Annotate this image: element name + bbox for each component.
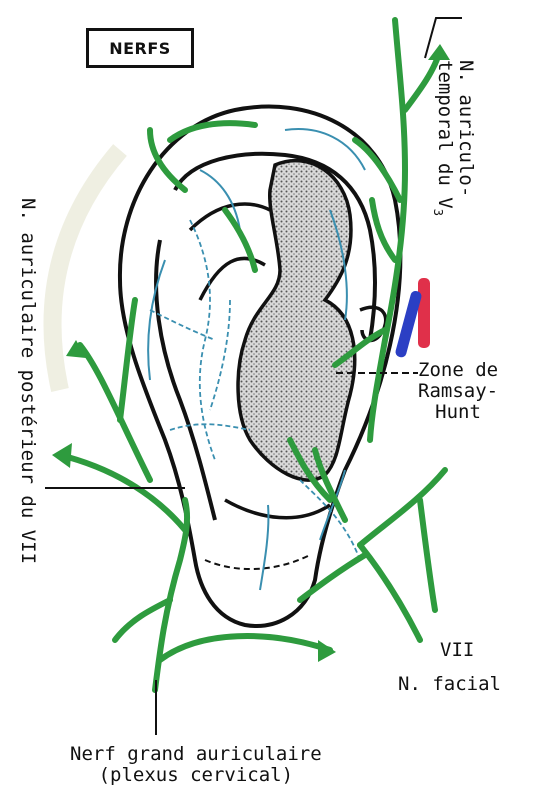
antihelix xyxy=(156,240,215,520)
title-box: NERFS xyxy=(86,28,194,68)
label-zone-line3: Hunt xyxy=(435,401,481,423)
label-grand-auriculaire-line2: (plexus cervical) xyxy=(99,764,293,786)
label-auriculo-temporal-line1: N. auriculo- xyxy=(455,60,477,197)
label-zone-ramsay-hunt: Zone de Ramsay- Hunt xyxy=(418,360,498,423)
zone-red-marker xyxy=(418,278,430,348)
lobule-line xyxy=(205,555,310,569)
label-vii: VII xyxy=(440,640,474,661)
label-n-facial: N. facial xyxy=(398,674,501,695)
label-auriculaire-posterieur: N. auriculaire postérieur du VII xyxy=(38,198,404,219)
antitragus xyxy=(225,500,330,518)
label-zone-line1: Zone de xyxy=(418,359,498,381)
label-auriculaire-posterieur-text: N. auriculaire postérieur du VII xyxy=(17,198,38,564)
label-auriculo-temporal-line2: temporal du V xyxy=(434,60,456,209)
label-auriculo-temporal: N. auriculo- temporal du V3 xyxy=(476,60,536,109)
label-grand-auriculaire-line1: Nerf grand auriculaire xyxy=(70,743,322,765)
label-zone-line2: Ramsay- xyxy=(418,380,498,402)
label-grand-auriculaire: Nerf grand auriculaire (plexus cervical) xyxy=(70,744,322,786)
label-auriculo-temporal-sub: 3 xyxy=(431,209,445,216)
